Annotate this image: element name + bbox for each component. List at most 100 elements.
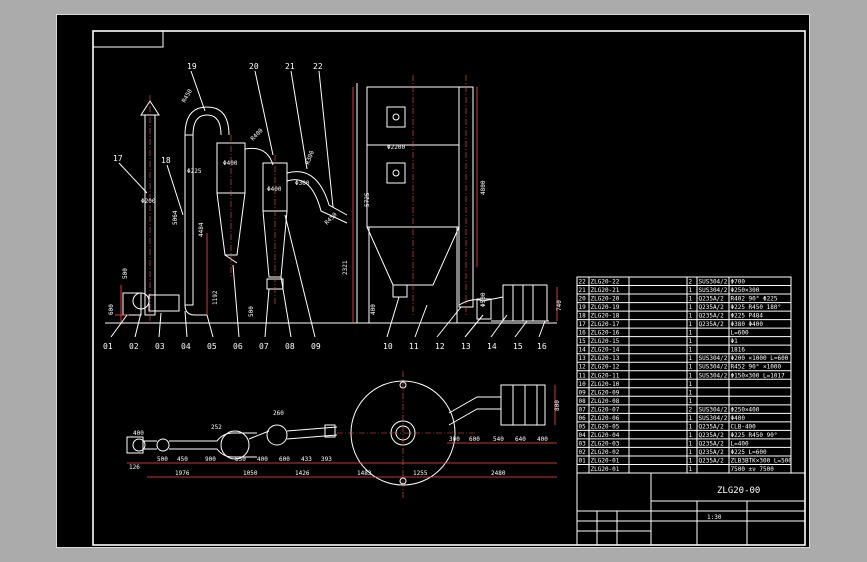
- bom-cell: ZLG20-21: [591, 287, 620, 294]
- bom-cell: 1: [689, 364, 693, 371]
- bom-cell: 03: [579, 440, 587, 447]
- callout-21: 21: [285, 62, 295, 71]
- bom-cell: ZLG20-02: [591, 449, 620, 456]
- svg-text:650: 650: [235, 456, 246, 463]
- bom-cell: L=400: [731, 440, 749, 447]
- bom-cell: 1: [689, 313, 693, 320]
- drawing-scale: 1:30: [707, 514, 722, 521]
- bom-cell: SUS304/2: [699, 287, 728, 294]
- bom-cell: 1: [689, 423, 693, 430]
- svg-text:R400: R400: [249, 127, 264, 142]
- bom-cell: Φ150×300 L=1017: [731, 372, 786, 379]
- bom-cell: 05: [579, 423, 587, 430]
- svg-text:Φ200: Φ200: [141, 198, 156, 205]
- callout-01: 01: [103, 342, 113, 351]
- drawing-number: ZLG20-00: [717, 486, 760, 496]
- bom-cell: Φ225 R450 90°: [731, 432, 778, 439]
- bottom-part-callouts: 01 02 03 04 05 06 07 08 09 10 11 12 13 1…: [103, 214, 547, 351]
- bom-cell: ZLG20-22: [591, 279, 620, 286]
- callout-16: 16: [537, 342, 547, 351]
- svg-text:500: 500: [122, 268, 129, 279]
- svg-text:R300: R300: [304, 149, 316, 165]
- svg-text:500: 500: [248, 306, 255, 317]
- bom-cell: 16: [579, 330, 587, 337]
- bom-cell: 22: [579, 279, 587, 286]
- bom-cell: 02: [579, 449, 587, 456]
- bom-cell: 11: [579, 372, 587, 379]
- bom-cell: Q235A/2: [699, 432, 725, 439]
- bom-cell: 2: [689, 406, 693, 413]
- svg-text:393: 393: [321, 456, 332, 463]
- bom-cell: 1: [689, 338, 693, 345]
- bom-cell: 01: [579, 457, 587, 464]
- svg-text:Φ225: Φ225: [187, 168, 202, 175]
- svg-text:Φ2200: Φ2200: [387, 144, 405, 151]
- bom-cell: Φ380 Φ400: [731, 321, 764, 328]
- bom-cell: ZLG20-06: [591, 415, 620, 422]
- bom-cell: 21: [579, 287, 587, 294]
- svg-text:252: 252: [211, 424, 222, 431]
- svg-text:300: 300: [449, 436, 460, 443]
- bom-cell: ZLG20-05: [591, 423, 620, 430]
- bom-cell: ZLB3BTK×300 L=500: [731, 457, 793, 464]
- bom-cell: 10: [579, 381, 587, 388]
- bom-cell: 18: [579, 313, 587, 320]
- bom-cell: SUS304/2: [699, 415, 728, 422]
- bom-cell: 1: [689, 440, 693, 447]
- bom-cell: 14: [579, 347, 587, 354]
- bom-cell: Q235A/2: [699, 304, 725, 311]
- svg-text:433: 433: [301, 456, 312, 463]
- corner-label-box: [92, 30, 164, 48]
- bom-cell: Φ200 ×1000 L=600: [731, 355, 789, 362]
- svg-text:400: 400: [257, 456, 268, 463]
- svg-text:500: 500: [157, 456, 168, 463]
- elevation-dimension-labels: R450 R400 Φ400 Φ225 5064 4484 Φ200 Φ400 …: [108, 88, 563, 317]
- bom-cell: 2: [689, 279, 693, 286]
- callout-15: 15: [513, 342, 523, 351]
- bom-cell: 04: [579, 432, 587, 439]
- bom-cell: Q235A/2: [699, 321, 725, 328]
- bom-cell: SUS304/2: [699, 355, 728, 362]
- svg-text:400: 400: [133, 430, 144, 437]
- bom-cell: ZLG20-01: [591, 466, 620, 473]
- bom-cell: 09: [579, 389, 587, 396]
- svg-text:600: 600: [108, 304, 115, 315]
- bom-cell: Φ225 R450 180°: [731, 304, 782, 311]
- bom-cell: Q235A/2: [699, 440, 725, 447]
- bom-cell: 20: [579, 296, 587, 303]
- callout-07: 07: [259, 342, 269, 351]
- svg-text:600: 600: [279, 456, 290, 463]
- callout-09: 09: [311, 342, 321, 351]
- svg-text:600: 600: [469, 436, 480, 443]
- svg-text:5064: 5064: [172, 210, 179, 225]
- top-part-callouts: 19 20 21 22 17 18: [113, 62, 323, 165]
- svg-text:2480: 2480: [491, 470, 506, 477]
- callout-13: 13: [461, 342, 471, 351]
- bom-cell: ZLG20-13: [591, 355, 620, 362]
- bom-cell: ZLG20-16: [591, 330, 620, 337]
- callout-10: 10: [383, 342, 393, 351]
- bom-cell: 1: [689, 330, 693, 337]
- callout-14: 14: [487, 342, 497, 351]
- bom-cell: L=600: [731, 330, 749, 337]
- bom-cell: 17: [579, 321, 587, 328]
- bom-cell: 07: [579, 406, 587, 413]
- svg-text:Φ500: Φ500: [480, 292, 487, 307]
- bom-cell: 1: [689, 449, 693, 456]
- svg-text:1483: 1483: [357, 470, 372, 477]
- bom-cell: SUS304/2: [699, 364, 728, 371]
- bom-cell: 13: [579, 355, 587, 362]
- svg-text:640: 640: [515, 436, 526, 443]
- title-block: ZLG20-00 1:30: [576, 472, 806, 546]
- bom-cell: SUS304/2: [699, 372, 728, 379]
- bom-cell: Q235A/2: [699, 296, 725, 303]
- bom-cell: 7500 ±ν 7500: [731, 466, 775, 473]
- bom-cell: ZLG20-03: [591, 440, 620, 447]
- bom-cell: 1: [689, 432, 693, 439]
- bom-cell: 08: [579, 398, 587, 405]
- bom-cell: 1: [689, 347, 693, 354]
- bom-cell: R452 90° ×1000: [731, 364, 782, 371]
- bom-cell: Q235A/2: [699, 423, 725, 430]
- bom-cell: 06: [579, 415, 587, 422]
